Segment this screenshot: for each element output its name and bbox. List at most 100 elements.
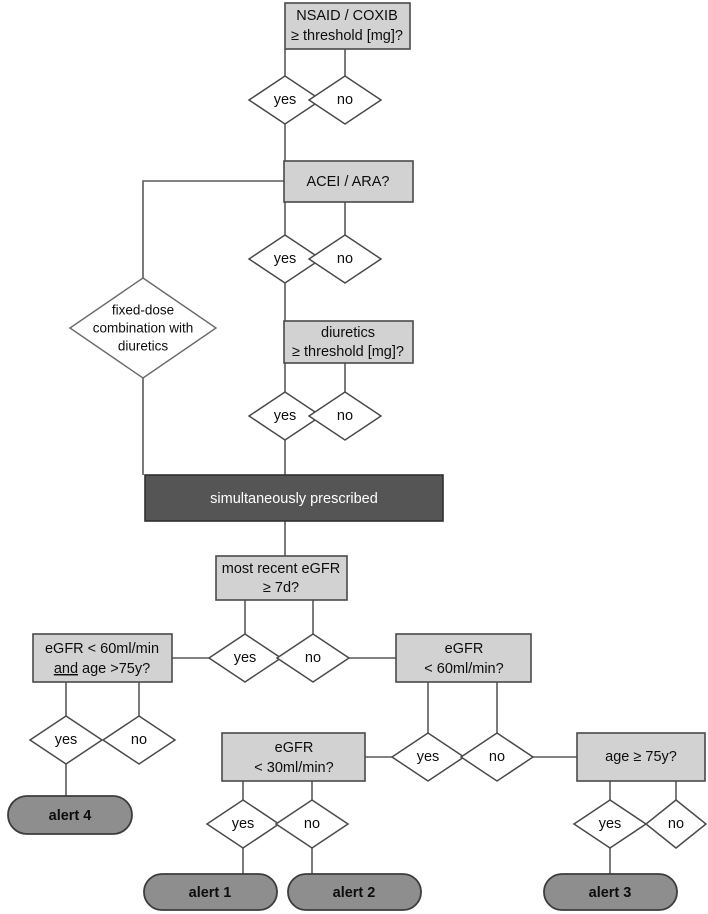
branch-combo60-no[interactable]: no xyxy=(101,715,177,765)
egfr7d-no-diamond[interactable] xyxy=(275,633,351,683)
combo60-yes-label: yes xyxy=(55,732,78,748)
diuretics-no-diamond[interactable] xyxy=(307,391,383,441)
combo60-no-label: no xyxy=(131,732,147,748)
branch-egfr30-no[interactable]: no xyxy=(274,799,350,849)
simultaneously-prescribed-label: simultaneously prescribed xyxy=(210,491,378,507)
diuretics-box[interactable] xyxy=(283,320,414,364)
branch-acei-yes[interactable]: yes xyxy=(247,234,323,284)
nsaid-no-diamond[interactable] xyxy=(307,75,383,125)
simultaneously-prescribed-bar[interactable] xyxy=(144,474,444,522)
egfr7d-yes-label: yes xyxy=(234,650,257,666)
node-nsaid-coxib[interactable]: NSAID / COXIB ≥ threshold [mg]? xyxy=(284,2,411,50)
alert2-label: alert 2 xyxy=(333,885,376,901)
node-egfr-lt-30[interactable]: eGFR < 30ml/min? xyxy=(221,732,366,782)
egfr30-yes-label: yes xyxy=(232,816,255,832)
node-egfr-lt-60[interactable]: eGFR < 60ml/min? xyxy=(395,633,532,683)
egfr-lt-30-box[interactable] xyxy=(221,732,366,782)
egfr60-no-label: no xyxy=(489,749,505,765)
nsaid-no-label: no xyxy=(337,92,353,108)
egfr60-no-diamond[interactable] xyxy=(459,732,535,782)
node-diuretics-threshold[interactable]: diuretics ≥ threshold [mg]? xyxy=(283,320,414,364)
branch-egfr7d-no[interactable]: no xyxy=(275,633,351,683)
diuretics-yes-diamond[interactable] xyxy=(247,391,323,441)
fixed-dose-line3: diuretics xyxy=(118,339,169,354)
nsaid-coxib-box[interactable] xyxy=(284,2,411,50)
fixed-dose-line1: fixed-dose xyxy=(112,303,174,318)
branch-egfr7d-yes[interactable]: yes xyxy=(207,633,283,683)
branch-diuretics-no[interactable]: no xyxy=(307,391,383,441)
branch-age75-no[interactable]: no xyxy=(644,799,708,849)
branch-diuretics-yes[interactable]: yes xyxy=(247,391,323,441)
egfr-lt-60-line2: < 60ml/min? xyxy=(424,661,503,677)
most-recent-egfr-box[interactable] xyxy=(215,555,348,601)
combo60-yes-diamond[interactable] xyxy=(28,715,104,765)
acei-yes-label: yes xyxy=(274,251,297,267)
acei-ara-line1: ACEI / ARA? xyxy=(306,174,389,190)
combo60-no-diamond[interactable] xyxy=(101,715,177,765)
node-alert3[interactable]: alert 3 xyxy=(543,873,678,911)
alert4-label: alert 4 xyxy=(49,808,92,824)
age75-yes-diamond[interactable] xyxy=(572,799,648,849)
node-most-recent-egfr[interactable]: most recent eGFR ≥ 7d? xyxy=(215,555,348,601)
branch-acei-no[interactable]: no xyxy=(307,234,383,284)
diuretics-line1: diuretics xyxy=(321,325,375,341)
alert1-pill[interactable] xyxy=(143,873,278,911)
node-alert1[interactable]: alert 1 xyxy=(143,873,278,911)
egfr60-yes-label: yes xyxy=(417,749,440,765)
age-ge-75-line1: age ≥ 75y? xyxy=(605,749,677,765)
alert2-pill[interactable] xyxy=(287,873,422,911)
fixed-dose-line2: combination with xyxy=(93,321,194,336)
egfr-lt-30-line1: eGFR xyxy=(275,740,314,756)
egfr30-yes-diamond[interactable] xyxy=(205,799,281,849)
age75-yes-label: yes xyxy=(599,816,622,832)
egfr-lt-60-box[interactable] xyxy=(395,633,532,683)
alert4-pill[interactable] xyxy=(7,795,133,835)
node-acei-ara[interactable]: ACEI / ARA? xyxy=(283,160,414,203)
branch-nsaid-no[interactable]: no xyxy=(307,75,383,125)
node-alert2[interactable]: alert 2 xyxy=(287,873,422,911)
connectors xyxy=(65,49,677,874)
egfr60-and-age75-line1: eGFR < 60ml/min xyxy=(45,641,159,657)
egfr7d-yes-diamond[interactable] xyxy=(207,633,283,683)
egfr30-no-diamond[interactable] xyxy=(274,799,350,849)
egfr7d-no-label: no xyxy=(305,650,321,666)
alert3-pill[interactable] xyxy=(543,873,678,911)
age-ge-75-box[interactable] xyxy=(576,732,706,782)
acei-no-label: no xyxy=(337,251,353,267)
branch-egfr30-yes[interactable]: yes xyxy=(205,799,281,849)
branch-age75-yes[interactable]: yes xyxy=(572,799,648,849)
age75-no-label: no xyxy=(668,816,684,832)
most-recent-egfr-line2: ≥ 7d? xyxy=(263,580,299,596)
node-fixed-dose-combination[interactable]: fixed-dose combination with diuretics xyxy=(68,277,218,379)
nsaid-yes-label: yes xyxy=(274,92,297,108)
diuretics-no-label: no xyxy=(337,408,353,424)
node-alert4[interactable]: alert 4 xyxy=(7,795,133,835)
egfr60-and-age75-line2: and age >75y? xyxy=(54,661,150,677)
diuretics-line2: ≥ threshold [mg]? xyxy=(292,344,404,360)
branch-combo60-yes[interactable]: yes xyxy=(28,715,104,765)
branch-egfr60-yes[interactable]: yes xyxy=(390,732,466,782)
acei-no-diamond[interactable] xyxy=(307,234,383,284)
age75-no-diamond[interactable] xyxy=(644,799,708,849)
fixed-dose-diamond[interactable] xyxy=(68,277,218,379)
nsaid-yes-diamond[interactable] xyxy=(247,75,323,125)
egfr-lt-30-line2: < 30ml/min? xyxy=(254,760,333,776)
branch-nsaid-yes[interactable]: yes xyxy=(247,75,323,125)
branch-egfr60-no[interactable]: no xyxy=(459,732,535,782)
node-egfr60-and-age75[interactable]: eGFR < 60ml/min and age >75y? xyxy=(32,633,173,683)
egfr60-and-age75-box[interactable] xyxy=(32,633,173,683)
egfr30-no-label: no xyxy=(304,816,320,832)
egfr60-yes-diamond[interactable] xyxy=(390,732,466,782)
acei-yes-diamond[interactable] xyxy=(247,234,323,284)
node-age-ge-75[interactable]: age ≥ 75y? xyxy=(576,732,706,782)
most-recent-egfr-line1: most recent eGFR xyxy=(222,561,340,577)
acei-ara-box[interactable] xyxy=(283,160,414,203)
egfr-lt-60-line1: eGFR xyxy=(445,641,484,657)
conn-acei-to-fixeddose xyxy=(142,180,284,278)
nsaid-coxib-line1: NSAID / COXIB xyxy=(296,8,398,24)
nsaid-coxib-line2: ≥ threshold [mg]? xyxy=(291,28,403,44)
alert1-label: alert 1 xyxy=(189,885,232,901)
node-simultaneously-prescribed[interactable]: simultaneously prescribed xyxy=(144,474,444,522)
